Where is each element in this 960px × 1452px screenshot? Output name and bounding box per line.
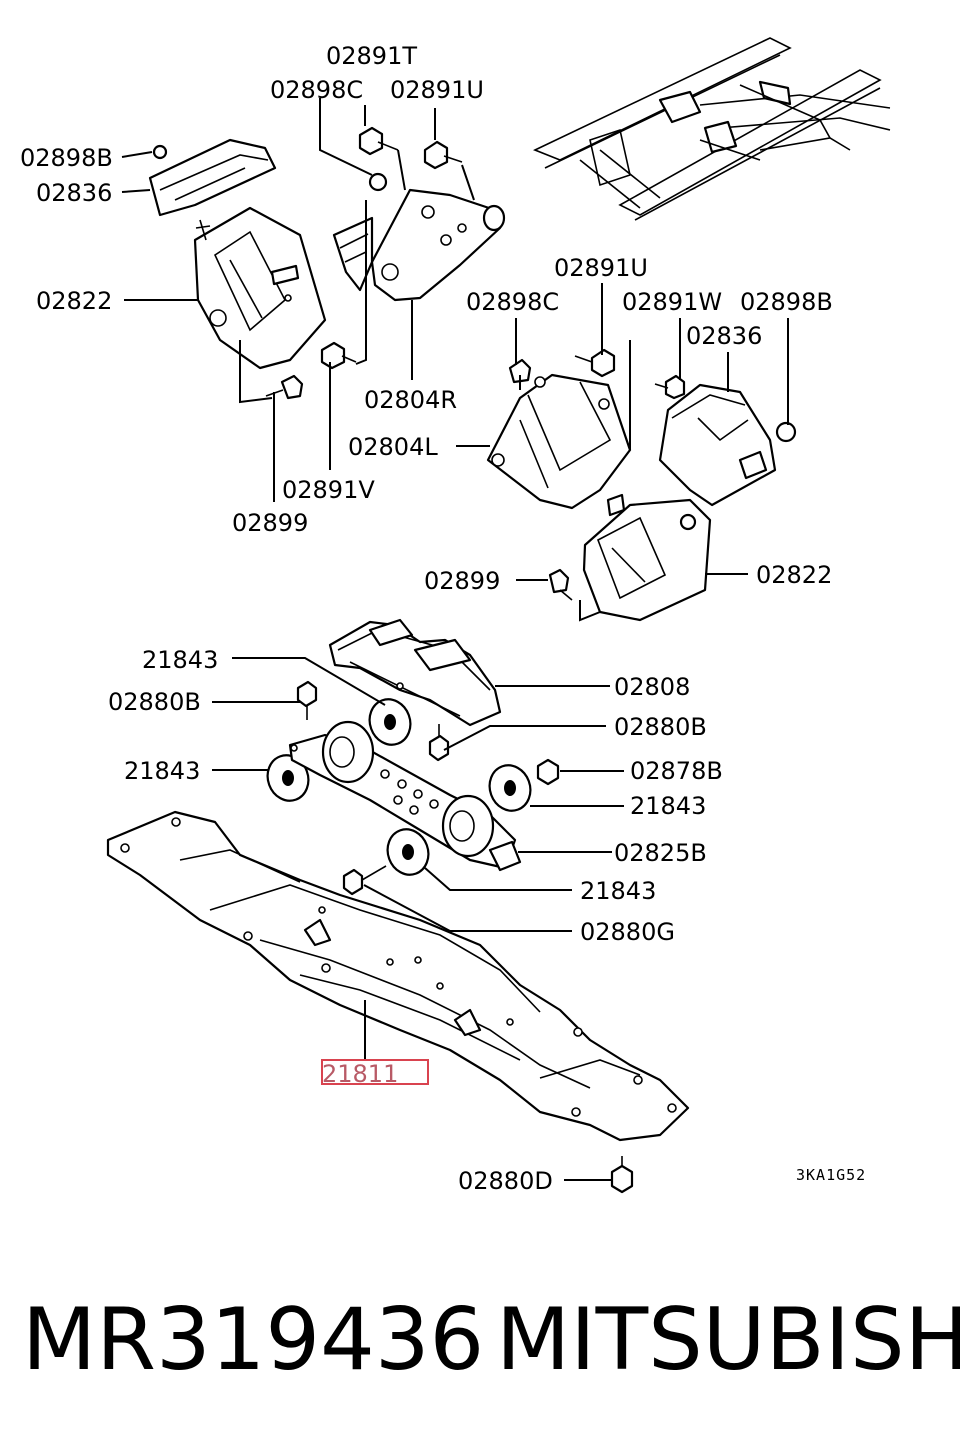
crossmember-bracket-upper (328, 618, 502, 727)
rubber-washers (266, 698, 532, 876)
label-02880d: 02880D (458, 1167, 553, 1195)
label-02899-left: 02899 (232, 509, 308, 537)
engine-bracket-right (319, 98, 506, 365)
label-02836-right: 02836 (686, 322, 762, 350)
highlight-box (321, 1059, 429, 1085)
label-02899-right: 02899 (424, 567, 500, 595)
leader-lines (121, 151, 789, 1181)
label-02891v: 02891V (282, 476, 375, 504)
label-21843-a: 21843 (142, 646, 218, 674)
footer: MR319436 MITSUBISHI (0, 1290, 960, 1400)
part-number: MR319436 (22, 1290, 485, 1390)
label-02822-right: 02822 (756, 561, 832, 589)
label-02880b-right: 02880B (614, 713, 707, 741)
label-02898b-left: 02898B (20, 144, 113, 172)
label-02808: 02808 (614, 673, 690, 701)
label-02898b-right: 02898B (740, 288, 833, 316)
label-02804l: 02804L (348, 433, 438, 461)
label-02898c-top: 02898C (270, 76, 363, 104)
label-02891w: 02891W (622, 288, 722, 316)
label-02878b: 02878B (630, 757, 723, 785)
crossmember-21811 (106, 810, 690, 1142)
vehicle-frame-inset (533, 37, 891, 221)
engine-mount-left (193, 206, 327, 404)
label-02836-left: 02836 (36, 179, 112, 207)
label-02891u-top: 02891U (390, 76, 484, 104)
label-02825b: 02825B (614, 839, 707, 867)
lower-bolts (296, 680, 634, 1194)
diagram-code: 3KA1G52 (796, 1166, 866, 1184)
label-21843-c: 21843 (630, 792, 706, 820)
label-02898c-mid: 02898C (466, 288, 559, 316)
insulator-cover-right (658, 383, 797, 507)
label-02822-left: 02822 (36, 287, 112, 315)
engine-bracket-left (486, 340, 686, 510)
label-21811-highlighted: 21811 (322, 1060, 398, 1088)
label-02880b-left: 02880B (108, 688, 201, 716)
upper-bolts (265, 126, 463, 400)
label-02804r: 02804R (364, 386, 457, 414)
parts-diagram: 02891T 02898C 02891U 02898B 02836 02822 … (20, 37, 891, 1195)
insulator-cover-left (148, 138, 277, 217)
label-02880g: 02880G (580, 918, 675, 946)
part-labels: 02891T 02898C 02891U 02898B 02836 02822 … (20, 42, 866, 1195)
label-21843-b: 21843 (124, 757, 200, 785)
label-21843-d: 21843 (580, 877, 656, 905)
label-02891u-mid: 02891U (554, 254, 648, 282)
engine-mount-right (548, 493, 712, 622)
mount-bracket-lower (288, 720, 522, 872)
brand-name: MITSUBISHI (496, 1290, 960, 1390)
label-02891t: 02891T (326, 42, 417, 70)
